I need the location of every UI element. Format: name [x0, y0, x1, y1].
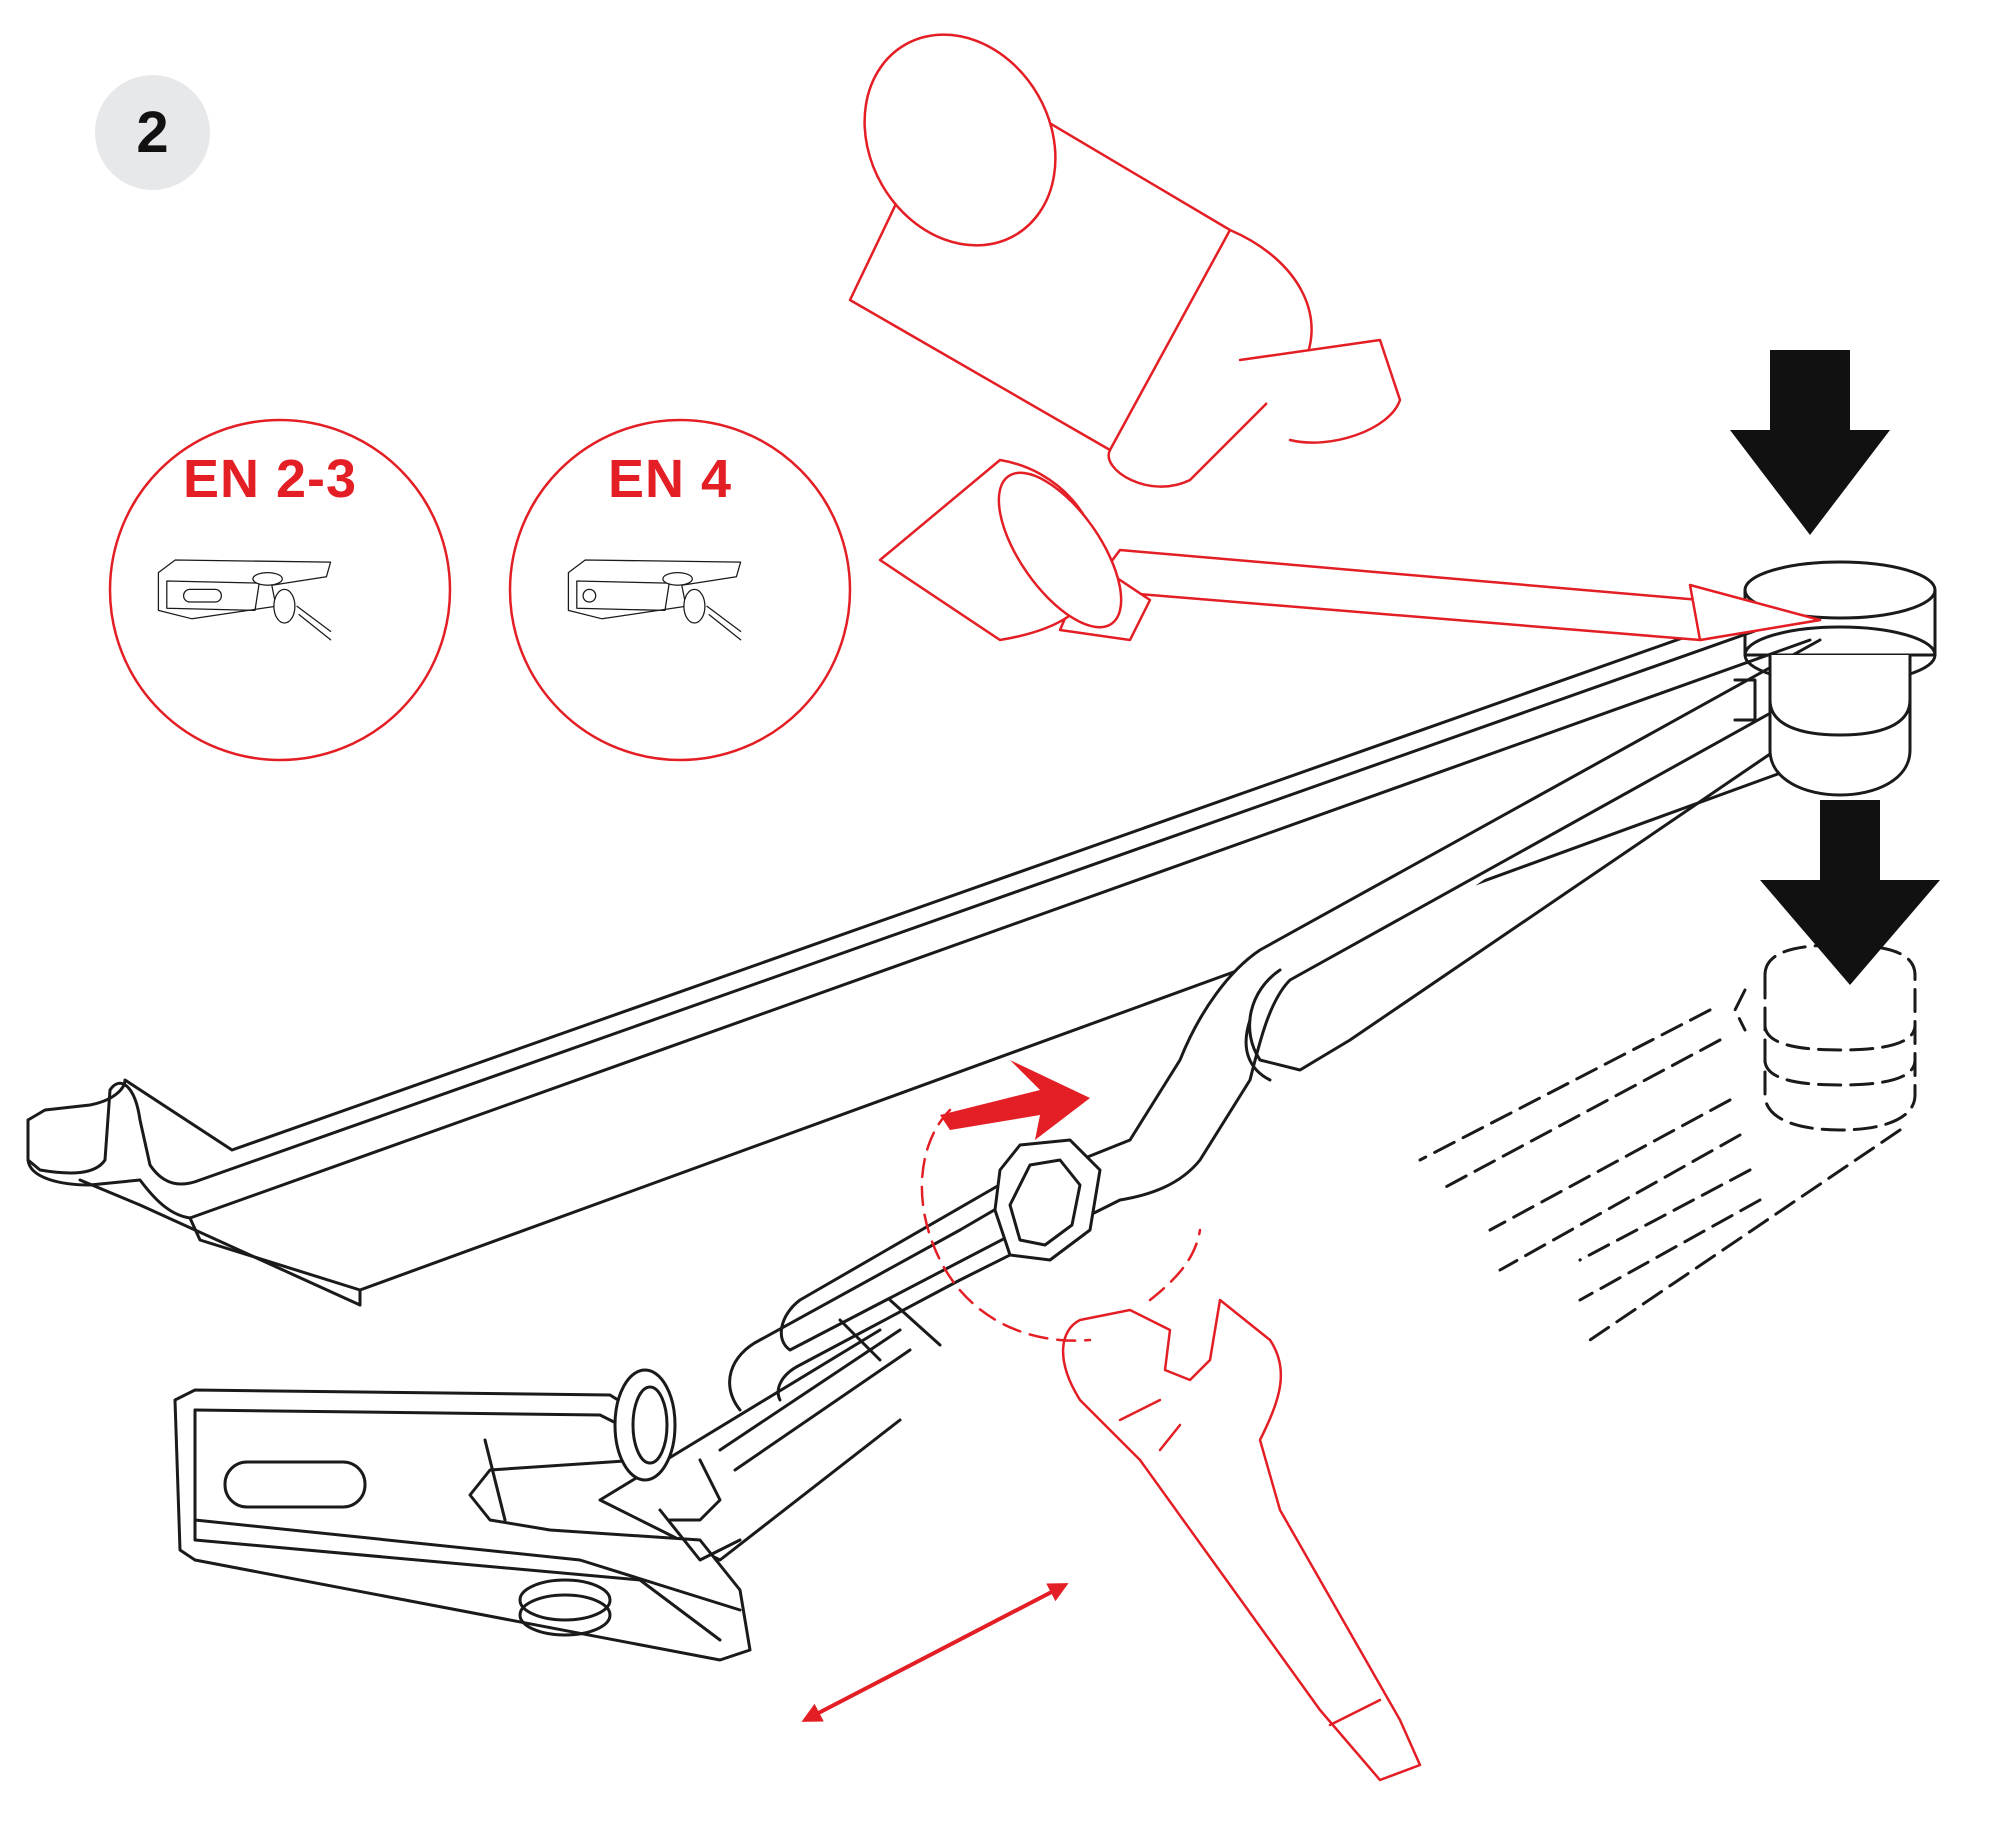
screwdriver-icon	[848, 33, 1822, 642]
variant-circle-en23	[108, 418, 452, 762]
variant-label-en4: EN 4	[607, 449, 733, 509]
double-arrow-icon	[801, 1583, 1069, 1722]
open-end-wrench-icon	[1061, 1298, 1422, 1782]
down-arrow-icon	[1730, 350, 1890, 535]
rotation-path	[920, 1108, 1092, 1342]
step-number-badge: 2	[95, 75, 210, 190]
variant-circle-en4	[508, 418, 852, 762]
step-number: 2	[136, 100, 169, 165]
variant-label-en23: EN 2-3	[182, 449, 358, 509]
closer-arm-linework	[26, 559, 1937, 1662]
down-arrow-icon	[1760, 800, 1940, 985]
rotate-arrow-icon	[940, 1060, 1090, 1140]
